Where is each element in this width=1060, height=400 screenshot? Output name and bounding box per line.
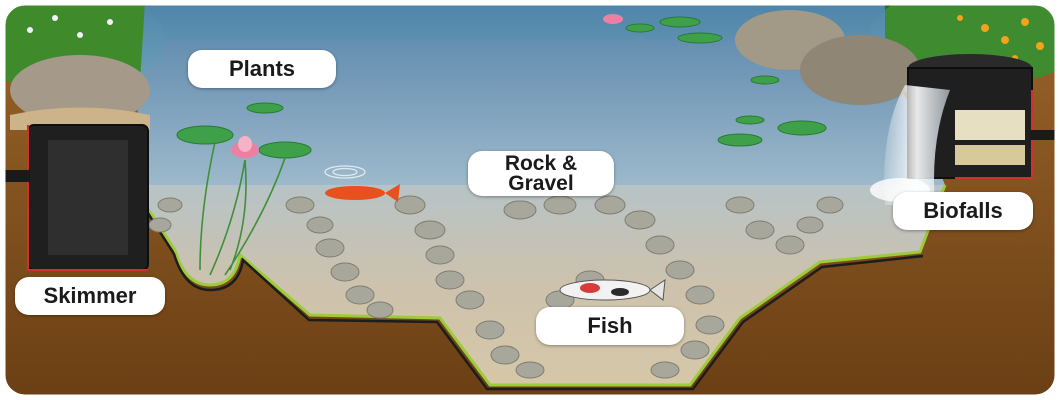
label-rock-line2: Gravel bbox=[508, 174, 573, 194]
label-rock-line1: Rock & bbox=[505, 154, 577, 174]
label-skimmer: Skimmer bbox=[15, 277, 165, 315]
label-biofalls: Biofalls bbox=[893, 192, 1033, 230]
label-fish: Fish bbox=[536, 307, 684, 345]
label-rock-gravel: Rock & Gravel bbox=[468, 151, 614, 196]
label-plants: Plants bbox=[188, 50, 336, 88]
